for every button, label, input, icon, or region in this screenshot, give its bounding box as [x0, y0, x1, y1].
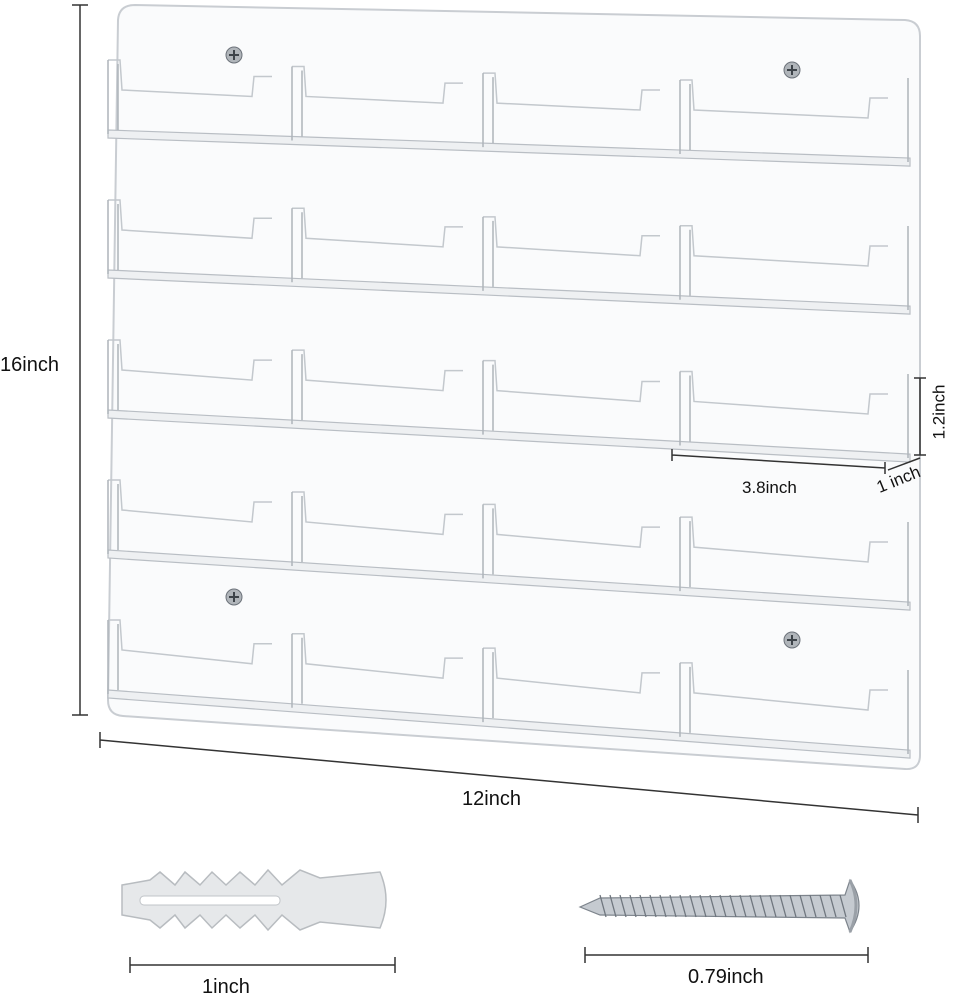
screw-dimension-line	[584, 947, 869, 963]
mounting-screws	[225, 46, 801, 649]
screw-thread	[729, 894, 737, 918]
pocket-divider	[107, 200, 119, 274]
pocket-front	[483, 216, 660, 257]
screw-cross-icon	[787, 65, 797, 75]
pocket-front	[483, 503, 660, 548]
height-dimension-line	[72, 4, 88, 716]
pocket-front	[483, 72, 660, 111]
screw-thread	[699, 894, 707, 918]
pocket-divider	[291, 66, 303, 141]
screw	[578, 878, 860, 934]
pocket-front	[680, 224, 888, 267]
pocket-front	[292, 65, 463, 104]
screw-thread	[759, 894, 767, 918]
pocket-width-label: 3.8inch	[742, 478, 797, 497]
height-label: 16inch	[0, 354, 59, 376]
screw-thread	[809, 894, 817, 918]
pocket-front	[108, 619, 272, 665]
pocket-front	[483, 359, 660, 403]
pocket-divider	[679, 225, 691, 300]
pocket-height-label: 1.2inch	[929, 384, 949, 440]
screw-thread	[639, 894, 647, 918]
pocket-divider	[291, 633, 303, 708]
pocket-shelf	[107, 549, 911, 611]
pocket-front	[680, 516, 888, 563]
pocket-divider	[291, 350, 303, 425]
screw-thread	[619, 894, 627, 918]
pocket-grid	[107, 59, 911, 759]
screw-thread	[739, 894, 747, 918]
pocket-front	[292, 207, 463, 248]
screw-thread	[779, 894, 787, 918]
screw-thread	[649, 894, 657, 918]
screw-cross-icon	[229, 592, 239, 602]
pocket-divider	[679, 517, 691, 592]
screw-length-label: 0.79inch	[688, 966, 764, 988]
pocket-front	[108, 479, 272, 523]
screw-thread	[769, 894, 777, 918]
screw-thread	[609, 894, 617, 918]
screw-thread	[749, 894, 757, 918]
width-label: 12inch	[462, 788, 521, 810]
pocket-divider	[482, 648, 494, 723]
pocket-divider	[107, 480, 119, 554]
screw-thread	[629, 894, 637, 918]
pocket-divider	[679, 80, 691, 155]
screw-thread	[719, 894, 727, 918]
screw-thread	[599, 894, 607, 918]
pocket-divider	[107, 340, 119, 414]
pocket-front	[680, 662, 888, 711]
screw-thread	[839, 894, 847, 918]
pocket-front	[680, 370, 888, 415]
pocket-divider	[482, 216, 494, 291]
pocket-divider	[291, 491, 303, 566]
pocket-width-line	[671, 449, 886, 474]
pocket-shelf	[107, 129, 911, 167]
pocket-divider	[679, 371, 691, 446]
pocket-divider	[107, 620, 119, 694]
pocket-divider	[482, 73, 494, 148]
screw-thread	[689, 894, 697, 918]
screw-thread	[789, 894, 797, 918]
anchor-length-label: 1inch	[202, 976, 250, 998]
pocket-front	[292, 349, 463, 392]
screw-thread	[669, 894, 677, 918]
anchor-dimension-line	[129, 957, 396, 973]
pocket-height-line	[914, 377, 926, 456]
screw-thread	[819, 894, 827, 918]
pocket-divider	[107, 60, 119, 134]
pocket-divider	[482, 504, 494, 579]
pocket-front	[292, 491, 463, 536]
pocket-divider	[291, 208, 303, 283]
pocket-front	[108, 59, 272, 98]
pocket-front	[483, 647, 660, 694]
screw-thread	[799, 894, 807, 918]
pocket-front	[108, 339, 272, 381]
pocket-divider	[679, 662, 691, 737]
acrylic-back-panel	[106, 3, 921, 771]
pocket-front	[292, 633, 463, 679]
pocket-front	[680, 79, 888, 119]
pocket-front	[108, 199, 272, 240]
screw-thread	[829, 894, 837, 918]
pocket-depth-line	[887, 457, 921, 471]
screw-thread	[679, 894, 687, 918]
screw-thread	[709, 894, 717, 918]
wall-anchor	[121, 868, 387, 932]
screw-cross-icon	[787, 635, 797, 645]
screw-cross-icon	[229, 50, 239, 60]
screw-thread	[659, 894, 667, 918]
pocket-shelf	[107, 269, 911, 315]
pocket-shelf	[107, 689, 911, 759]
width-dimension-line	[99, 732, 919, 823]
pocket-divider	[482, 360, 494, 435]
